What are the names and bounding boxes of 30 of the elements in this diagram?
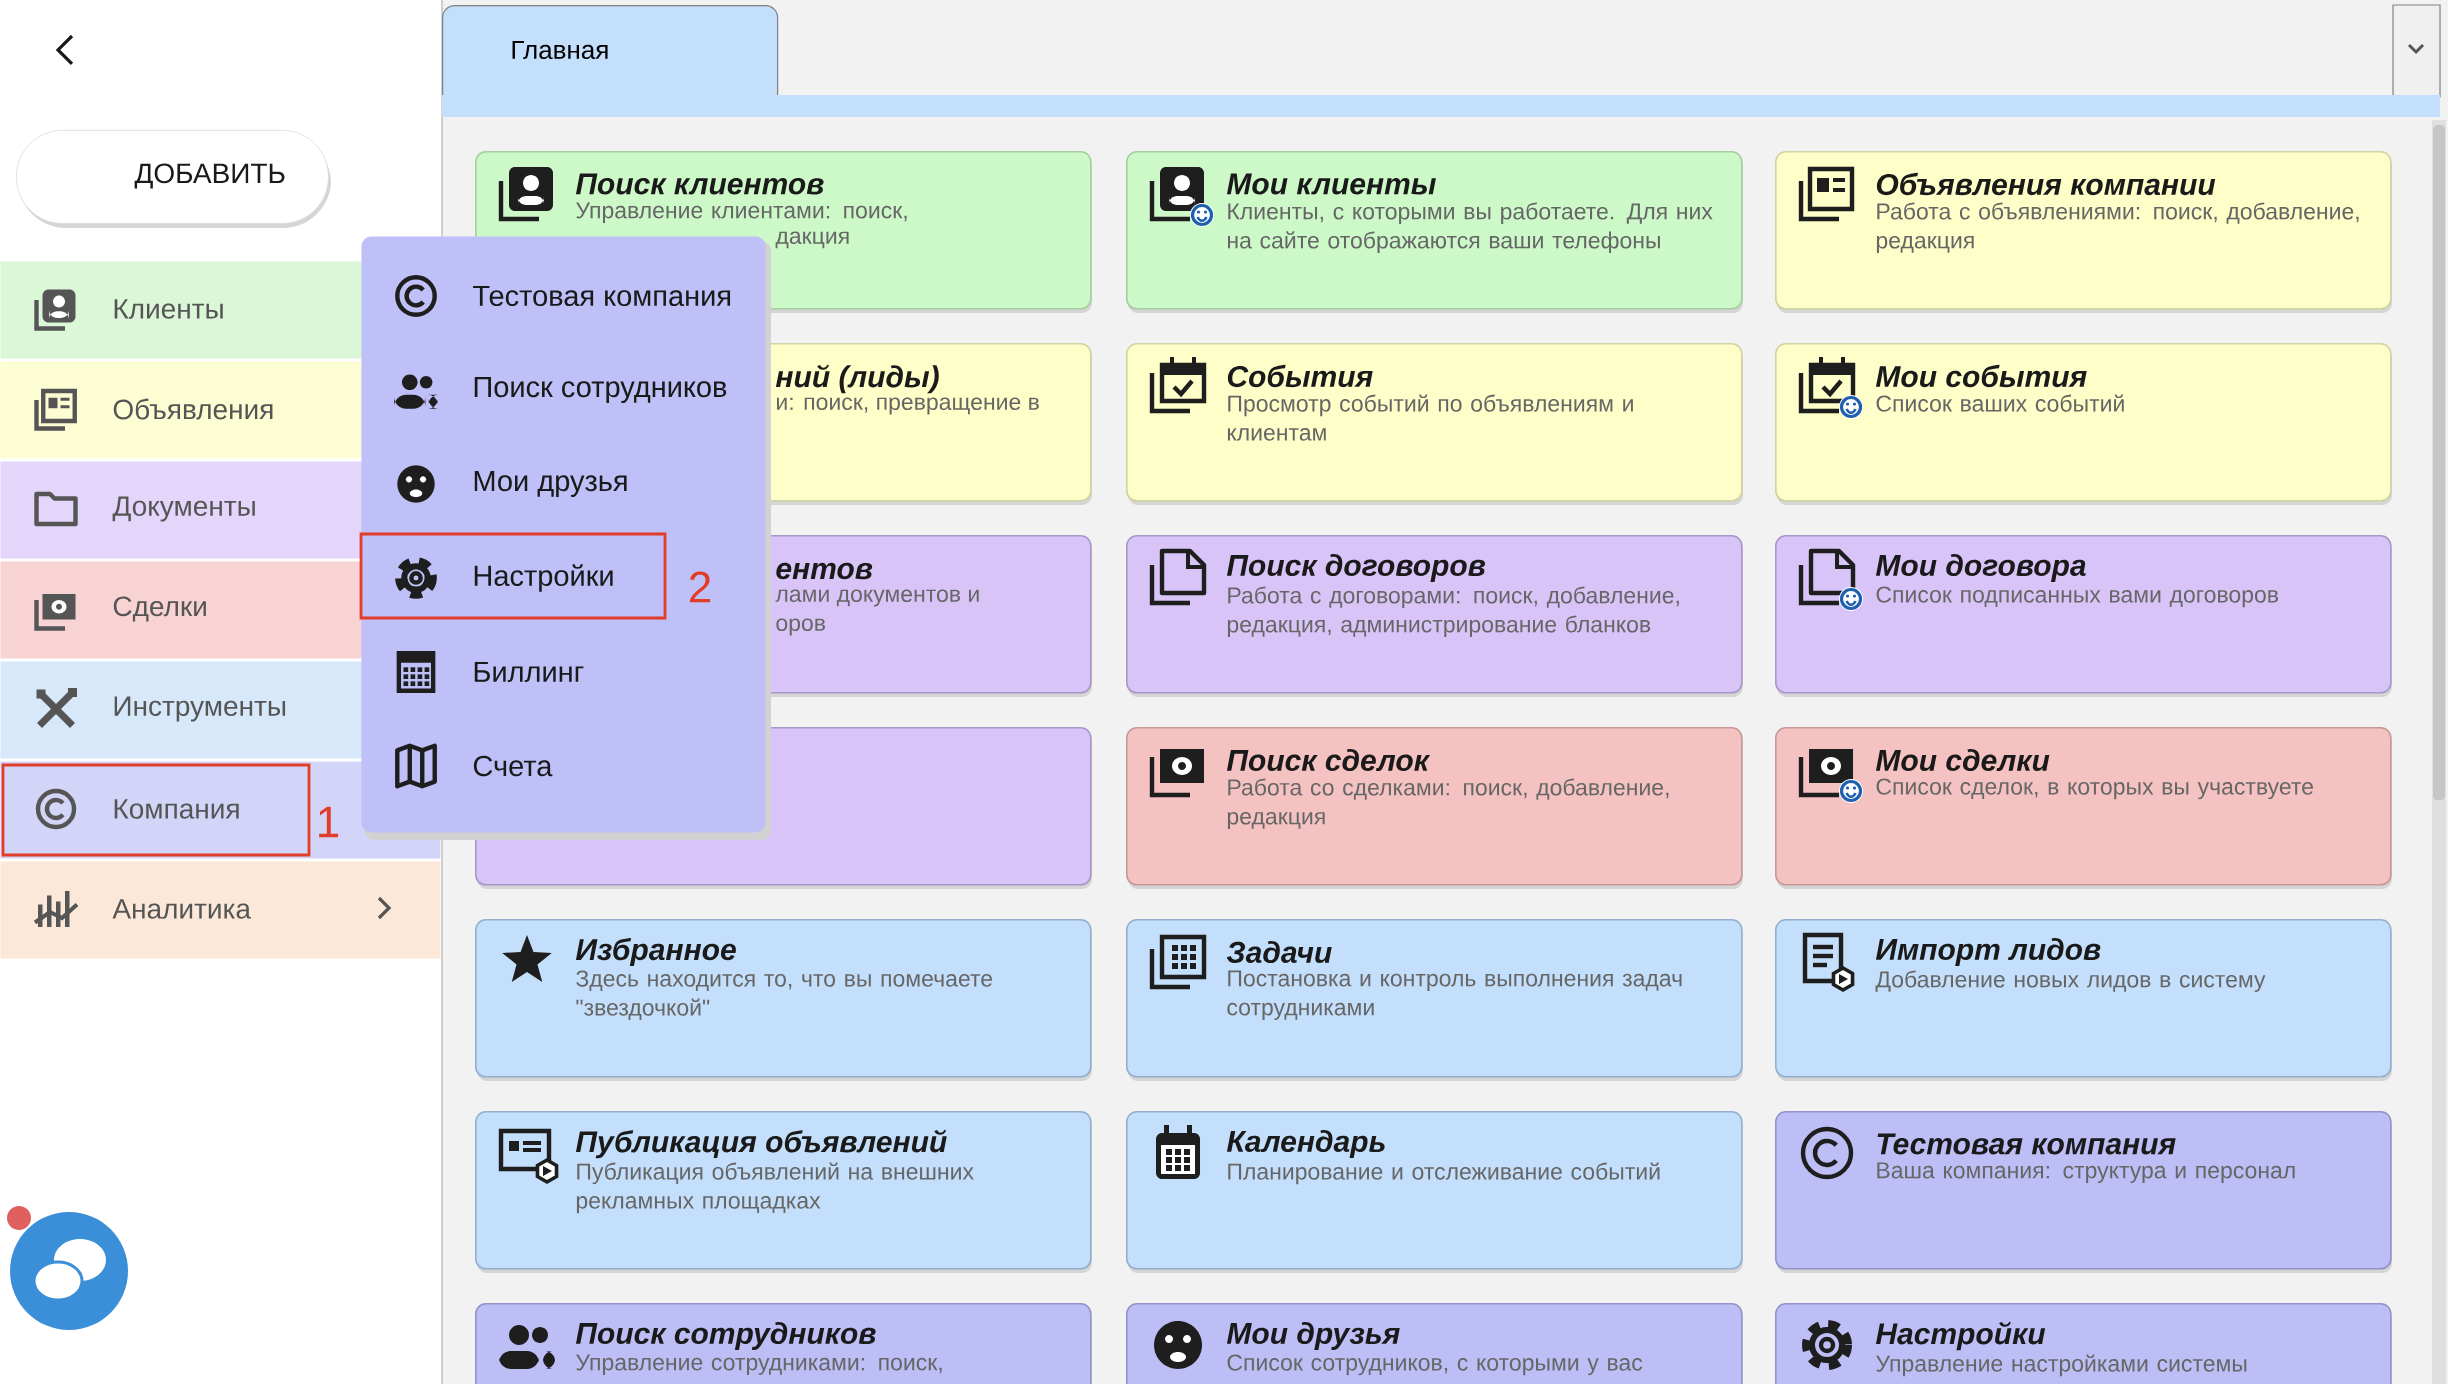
card: Мои события Список ваших событий xyxy=(1775,343,2392,505)
card: Календарь Планирование и отслеживание событий xyxy=(1126,1111,1743,1273)
node-label: Главная xyxy=(512,40,608,60)
card: Поиск сделок Работа со сделками: поиск, добавление, редакция xyxy=(1126,727,1743,889)
menu-item: Биллинг xyxy=(474,661,584,683)
menu-item: Мои друзья xyxy=(474,471,627,497)
dropdown-menu xyxy=(361,236,771,840)
card: Настройки Управление настройками системы xyxy=(1775,1303,2392,1384)
card: Поиск договоров Работа с договорами: поиск, добавление, редакция, администрирование бланков xyxy=(1126,535,1743,697)
card: Задачи Постановка и контроль выполнения задач сотрудниками xyxy=(1126,919,1743,1081)
callout-number: 1 xyxy=(319,806,339,838)
card: Публикация объявлений Публикация объявлений на внешних рекламных площадках xyxy=(475,1111,1092,1273)
menu-item: Аналитика xyxy=(0,861,441,959)
card: События Просмотр событий по объявлениям и клиентам xyxy=(1126,343,1743,505)
menu-item: Настройки xyxy=(474,564,613,592)
card: Мои договора Список подписанных вами договоров xyxy=(1775,535,2392,697)
card: Импорт лидов Добавление новых лидов в систему xyxy=(1775,919,2392,1081)
menu-item: Поиск сотрудников xyxy=(474,377,727,403)
card: Поиск сотрудников Управление сотрудниками: поиск, xyxy=(475,1303,1092,1384)
card: Тестовая компания Ваша компания: структура и персонал xyxy=(1775,1111,2392,1273)
menu-item: Счета xyxy=(473,755,553,777)
card: Объявления компании Работа с объявлениями: поиск, добавление, редакция xyxy=(1775,151,2392,313)
add-button: ДОБАВИТЬ xyxy=(16,130,331,228)
card: Мои клиенты Клиенты, с которыми вы работаете. Для них на сайте отображаются ваши телефоны xyxy=(1126,151,1743,313)
card: Мои сделки Список сделок, в которых вы участвуете xyxy=(1775,727,2392,889)
tab: Главная xyxy=(442,5,2440,117)
menu-item: Тестовая компания xyxy=(473,285,731,307)
card: Мои друзья Список сотрудников, с которыми у вас xyxy=(1126,1303,1743,1384)
card: Избранное Здесь находится то, что вы помечаете "звездочкой" xyxy=(475,919,1092,1081)
callout-number: 2 xyxy=(690,571,711,603)
